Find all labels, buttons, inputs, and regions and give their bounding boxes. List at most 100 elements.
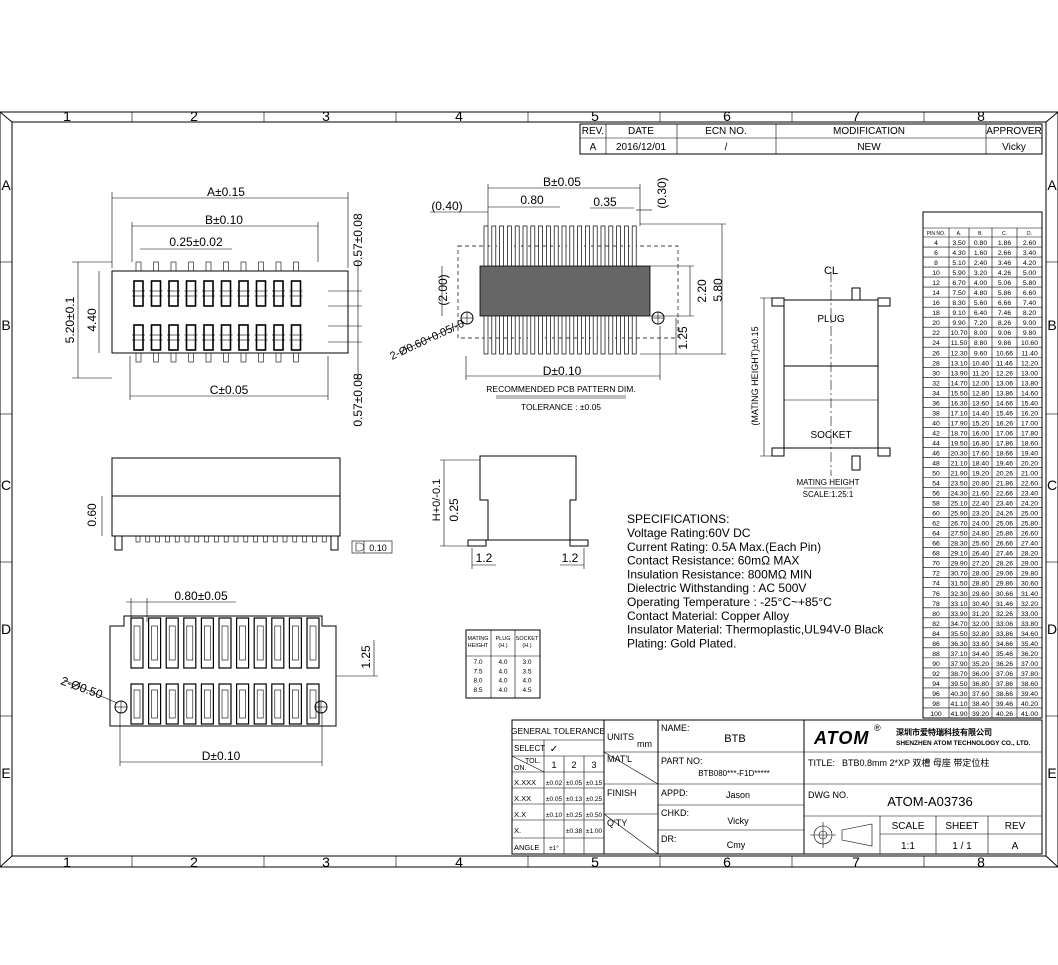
row-label-right: D (1047, 621, 1057, 637)
pcb-dim-hole: 2-Ø0.60+0.05/-0 (388, 318, 466, 363)
bottom-dim-125: 1.25 (359, 645, 373, 669)
ht-cell: 4.0 (498, 678, 507, 685)
tol-cell: X. (514, 826, 521, 835)
side-pin (321, 535, 327, 543)
side-pin (272, 535, 278, 543)
pin-table-cell: 12.80 (972, 390, 989, 397)
pin-table-cell: 32.00 (972, 621, 989, 628)
tol-cell: ±0.13 (566, 796, 583, 803)
pin-table-cell: 13.86 (996, 390, 1013, 397)
side-pin (145, 535, 151, 543)
col-label-top: 4 (455, 108, 463, 124)
profile-dim-025: 0.25 (447, 498, 461, 522)
pin-table-cell: 17.86 (996, 440, 1013, 447)
pin-table-cell: 23.20 (972, 511, 989, 518)
pin-table-cell: 14.40 (972, 410, 989, 417)
top-pin-lead (293, 261, 299, 272)
pin-table-cell: 8.20 (1023, 310, 1036, 317)
dim-inner: 4.40 (85, 308, 99, 332)
side-pin (204, 535, 209, 543)
pcb-pad (585, 315, 590, 355)
tol-cell: ±0.02 (546, 780, 563, 787)
tb-scale-label: SCALE (892, 821, 925, 832)
bottom-contact (165, 683, 179, 725)
bottom-contact-inner (274, 689, 282, 719)
pin-table-cell: 26 (932, 350, 940, 357)
pin-table-cell: 18 (932, 310, 940, 317)
col-label-top: 5 (591, 108, 599, 124)
spec-line: Insulator Material: Thermoplastic,UL94V-… (627, 623, 885, 637)
pin-table-cell: 19.46 (996, 460, 1013, 467)
mating-height-dim: (MATING HEIGHT)±0.15 (750, 326, 760, 425)
pin-table-cell: 14.66 (996, 400, 1013, 407)
pin-table-cell: 54 (932, 481, 940, 488)
pin-table-cell: 11.20 (972, 370, 989, 377)
bottom-contact-inner (239, 689, 246, 719)
side-pin (194, 535, 200, 543)
profile-view: H+0/-0.1 0.25 1.2 1.2 (431, 455, 589, 569)
pcb-dim-580: 5.80 (711, 278, 725, 302)
pin-table-cell: 56 (932, 491, 940, 498)
spec-line: Contact Material: Copper Alloy (627, 609, 789, 623)
pin-table-cell: 7.50 (952, 290, 965, 297)
pcb-pad (561, 225, 567, 267)
pcb-pattern-view: B±0.05 (0.40) 0.80 0.35 (0.30) (2.00) 2.… (388, 175, 726, 412)
pcb-pad (483, 225, 489, 267)
pin-table-cell: 98 (932, 701, 940, 708)
spec-line: Current Rating: 0.5A Max.(Each Pin) (627, 540, 821, 554)
pin-table-cell: 3.20 (974, 270, 987, 277)
tol-cell: X.XX (514, 794, 531, 803)
pin-table-cell: 100 (930, 711, 942, 718)
pin-table-cell: 33.86 (996, 631, 1013, 638)
pin-table-cell: 24 (932, 340, 940, 347)
pin-table-cell: 33.60 (972, 641, 989, 648)
pin-table-cell: 8 (934, 260, 938, 267)
top-pin-lead (188, 352, 194, 363)
pin-table-cell: 20.80 (972, 481, 989, 488)
pin-table-cell: 34 (932, 390, 940, 397)
tb-chkd-label: CHKD: (661, 808, 689, 818)
pcb-pad (577, 225, 582, 267)
pin-table-header: D. (1027, 231, 1032, 237)
tb-rev-label: REV (1005, 821, 1026, 832)
side-flatness: 0.10 (369, 543, 387, 553)
rev-value-rev: A (590, 142, 597, 153)
ht-cell: 3.0 (522, 659, 531, 666)
pin-table-cell: 64 (932, 531, 940, 538)
pin-table-cell: 16.30 (950, 400, 967, 407)
pin-table-cell: 17.90 (950, 420, 967, 427)
pin-table-cell: 21.90 (950, 471, 967, 478)
tb-dwg-value: ATOM-A03736 (887, 794, 973, 809)
pcb-pad (522, 225, 528, 267)
pin-table-cell: 80 (932, 611, 940, 618)
pcb-pad (592, 225, 598, 267)
side-pin (233, 535, 239, 543)
side-pin (263, 535, 268, 543)
top-pin-lead (258, 261, 264, 272)
ht-header-plug: PLUG (496, 636, 511, 642)
pin-table-cell: 8.00 (974, 330, 987, 337)
top-contact (290, 280, 302, 307)
pcb-pad (553, 315, 559, 355)
ht-cell: 8.0 (473, 678, 482, 685)
ht-header-socket: SOCKET (516, 636, 539, 642)
tol-cell: ANGLE (514, 843, 539, 852)
pin-table-cell: 31.50 (950, 581, 967, 588)
bottom-contact (271, 617, 285, 669)
top-pin-lead (275, 261, 282, 272)
tb-matl: MAT'L (607, 754, 632, 764)
rev-value-ecn: / (725, 142, 728, 153)
dim-b-top: B±0.10 (205, 213, 243, 227)
pin-table-cell: 23.40 (1021, 491, 1038, 498)
bottom-dim-pitch: 0.80±0.05 (174, 589, 228, 603)
pin-table-cell: 35.46 (996, 651, 1013, 658)
tol-cell: ±0.38 (566, 828, 583, 835)
col-label-bottom: 2 (190, 854, 198, 870)
pin-table-cell: 46 (932, 450, 940, 457)
pin-table-cell: 27.46 (996, 551, 1013, 558)
spec-line: Insulation Resistance: 800MΩ MIN (627, 567, 812, 581)
pin-table-cell: 42 (932, 430, 940, 437)
pin-table-cell: 28.30 (950, 541, 967, 548)
pin-table-cell: 33.90 (950, 611, 967, 618)
pin-table-cell: 30.60 (1021, 581, 1038, 588)
